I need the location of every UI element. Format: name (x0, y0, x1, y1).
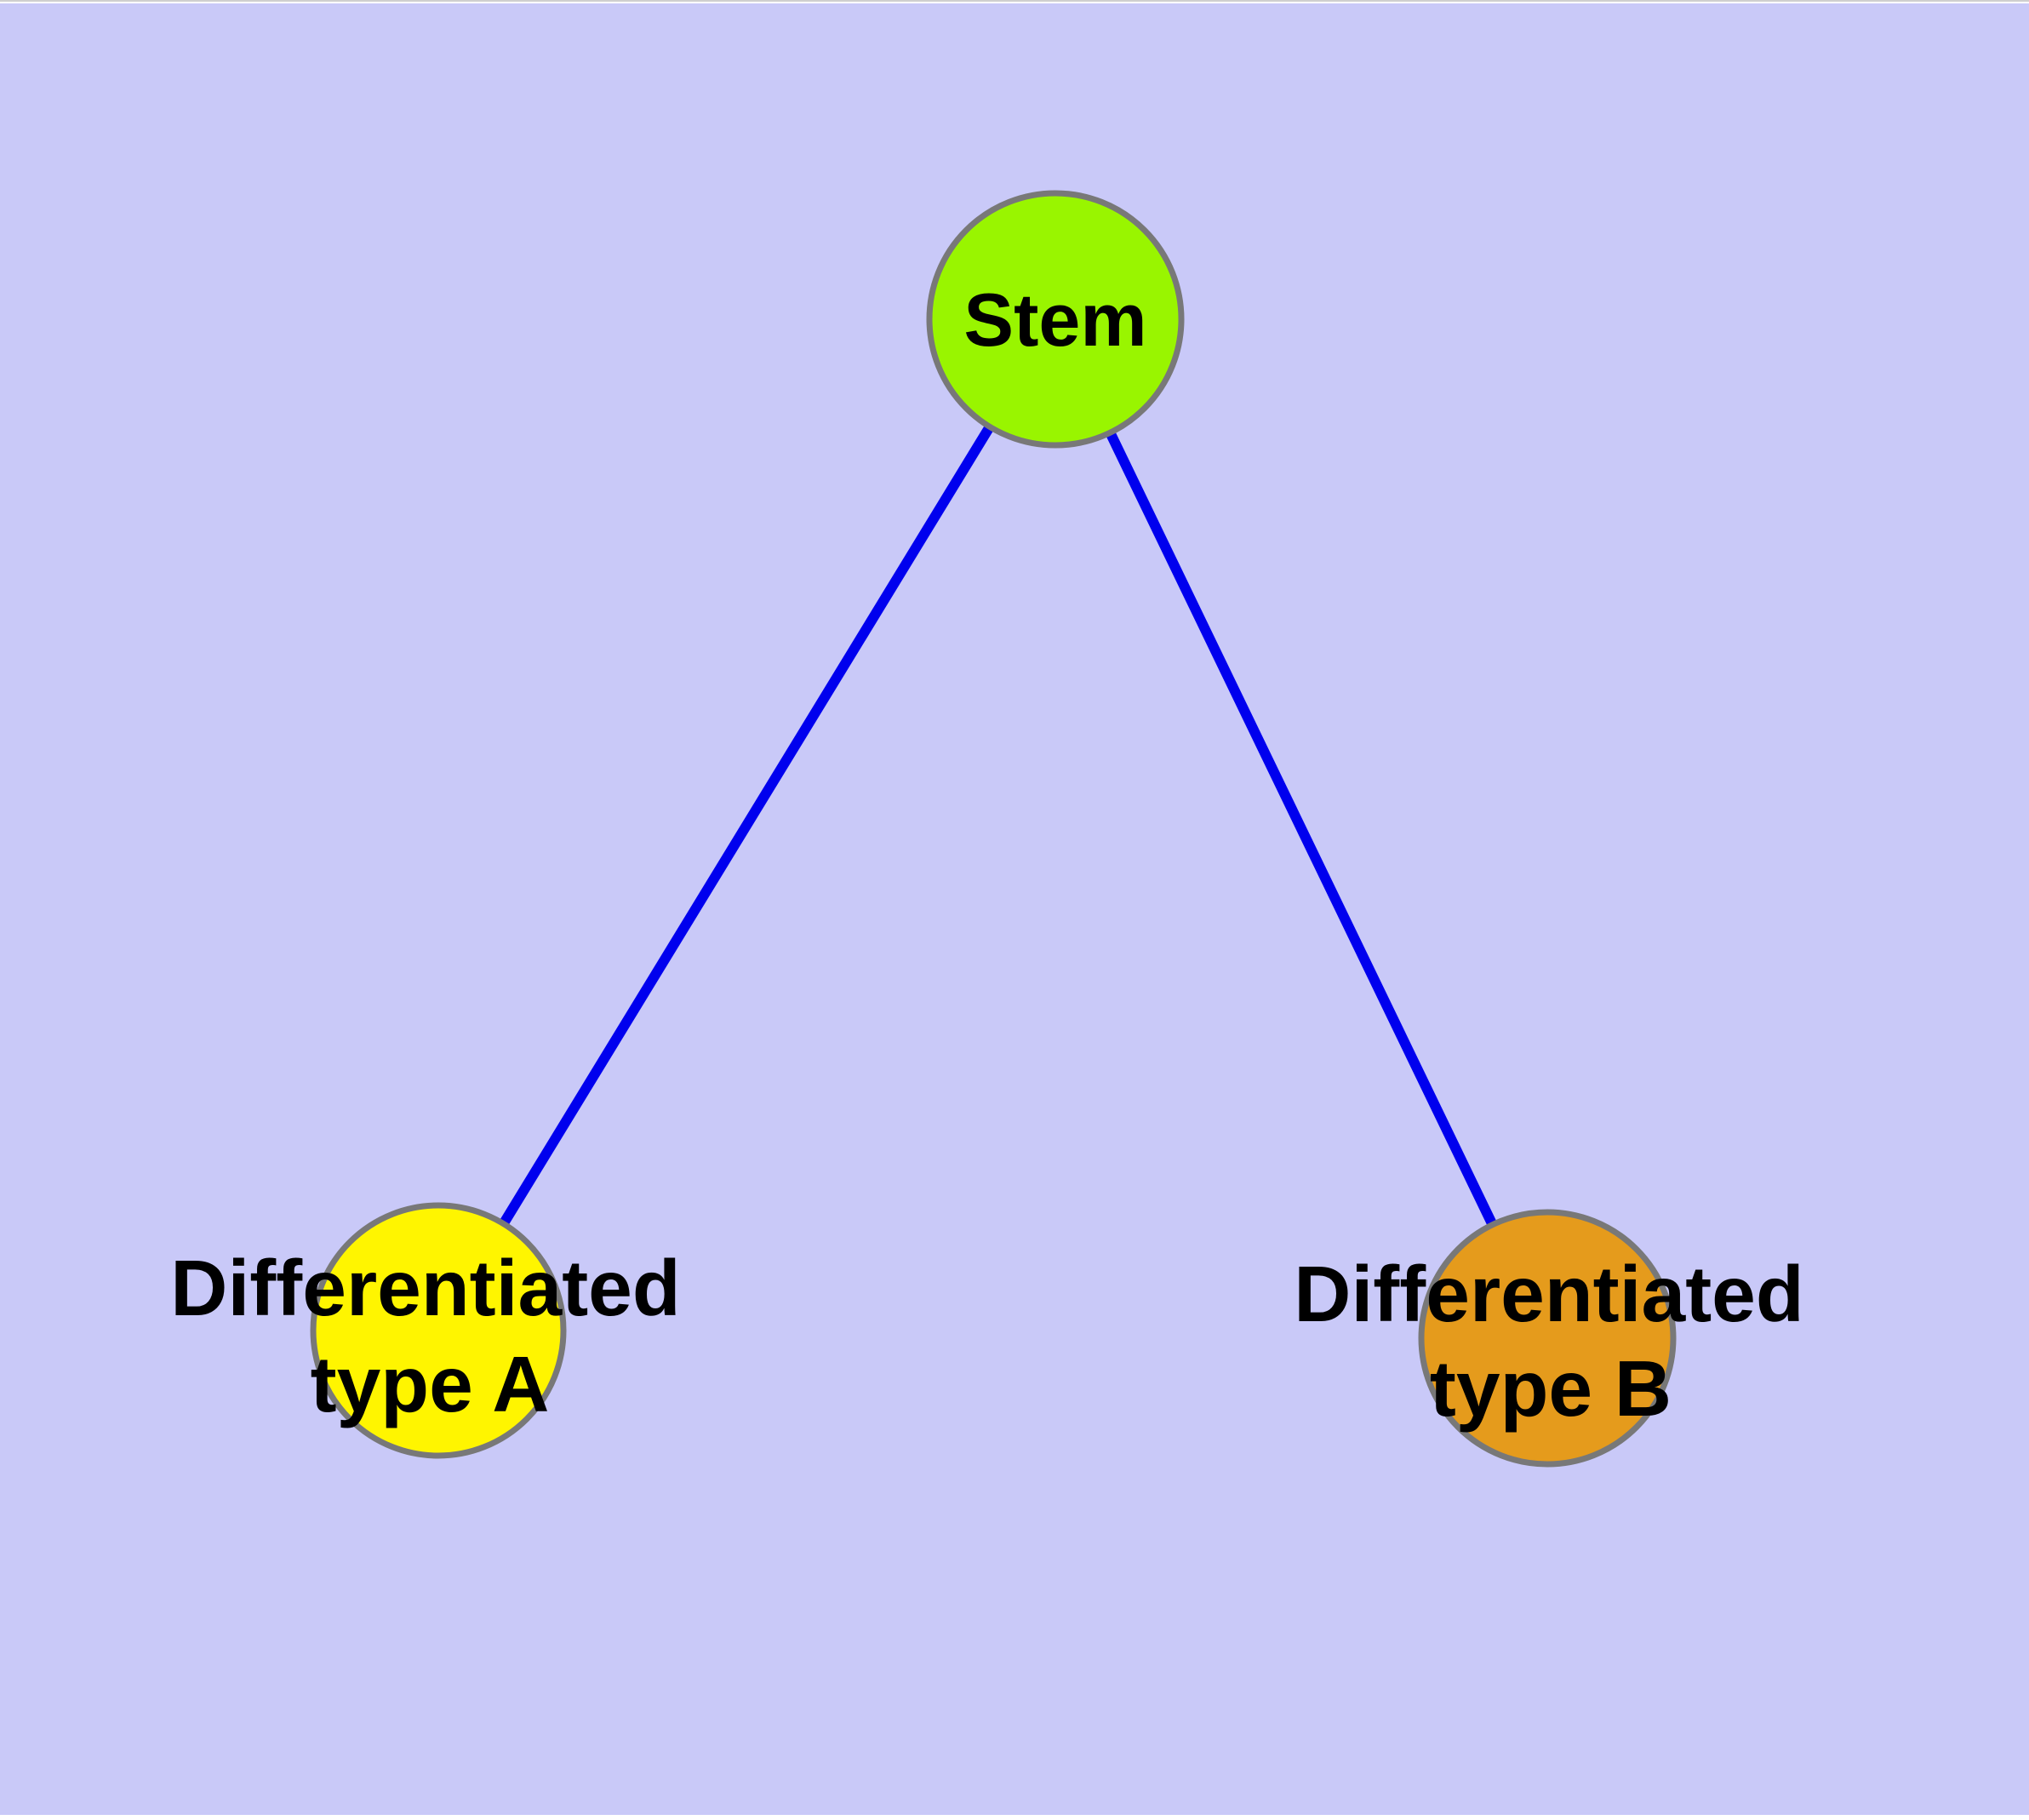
node-type-b-label-line2: type B (1430, 1344, 1672, 1433)
node-stem-label: Stem (963, 278, 1146, 362)
node-type-a-circle (310, 1202, 567, 1459)
node-type-a-label-line1: Differentiated (170, 1244, 680, 1332)
node-type-b-label-line1: Differentiated (1294, 1250, 1803, 1338)
top-hairline (0, 0, 2029, 2)
node-stem-circle (926, 190, 1185, 449)
edge-stem-to-type-a (433, 316, 1060, 1334)
node-type-a-label-line2: type A (311, 1340, 550, 1428)
node-type-b-circle (1418, 1209, 1677, 1468)
edge-stem-to-type-b (1050, 317, 1552, 1341)
